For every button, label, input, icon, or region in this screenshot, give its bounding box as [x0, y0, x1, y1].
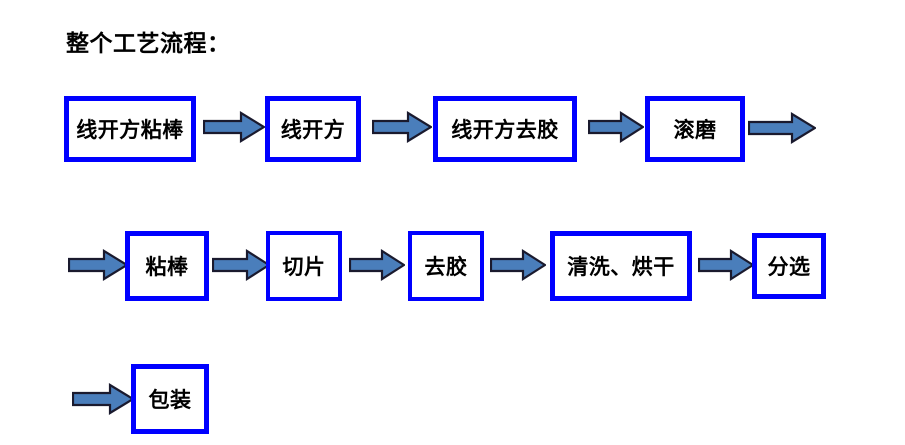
- page-title: 整个工艺流程：: [66, 30, 231, 57]
- process-node-label: 切片: [282, 253, 326, 279]
- arrow-right-icon-5: [349, 249, 405, 281]
- process-node-barrel-grinding[interactable]: 滚磨: [645, 96, 745, 162]
- process-node-slicing[interactable]: 切片: [266, 231, 342, 301]
- process-node-cleaning-drying[interactable]: 清洗、烘干: [550, 231, 692, 301]
- process-node-label: 滚磨: [673, 116, 717, 142]
- process-node-label: 线开方粘棒: [76, 116, 184, 142]
- process-node-line-squaring-bonding[interactable]: 线开方粘棒: [64, 96, 196, 162]
- arrow-right-icon-4: [212, 249, 270, 281]
- process-node-label: 粘棒: [145, 253, 189, 279]
- arrow-right-icon-row1-trailing: [748, 112, 816, 144]
- process-node-line-squaring-degumming[interactable]: 线开方去胶: [433, 96, 577, 162]
- arrow-right-icon-3: [588, 111, 644, 143]
- process-node-label: 包装: [148, 386, 192, 412]
- arrow-right-icon-row2-leading: [68, 249, 128, 281]
- process-node-label: 分选: [767, 253, 811, 279]
- process-node-bonding[interactable]: 粘棒: [125, 231, 209, 301]
- process-node-label: 线开方去胶: [451, 116, 559, 142]
- process-node-degumming[interactable]: 去胶: [408, 231, 484, 301]
- arrow-right-icon-7: [698, 249, 754, 281]
- arrow-right-icon-2: [372, 111, 432, 143]
- arrow-right-icon-row3-leading: [72, 383, 134, 415]
- arrow-right-icon-6: [490, 249, 546, 281]
- process-node-label: 去胶: [424, 253, 468, 279]
- process-node-line-squaring[interactable]: 线开方: [265, 96, 361, 162]
- process-node-sorting[interactable]: 分选: [752, 233, 826, 299]
- process-node-label: 线开方: [280, 116, 346, 142]
- arrow-right-icon-1: [203, 111, 265, 143]
- process-node-label: 清洗、烘干: [567, 253, 675, 279]
- process-node-packaging[interactable]: 包装: [131, 364, 209, 434]
